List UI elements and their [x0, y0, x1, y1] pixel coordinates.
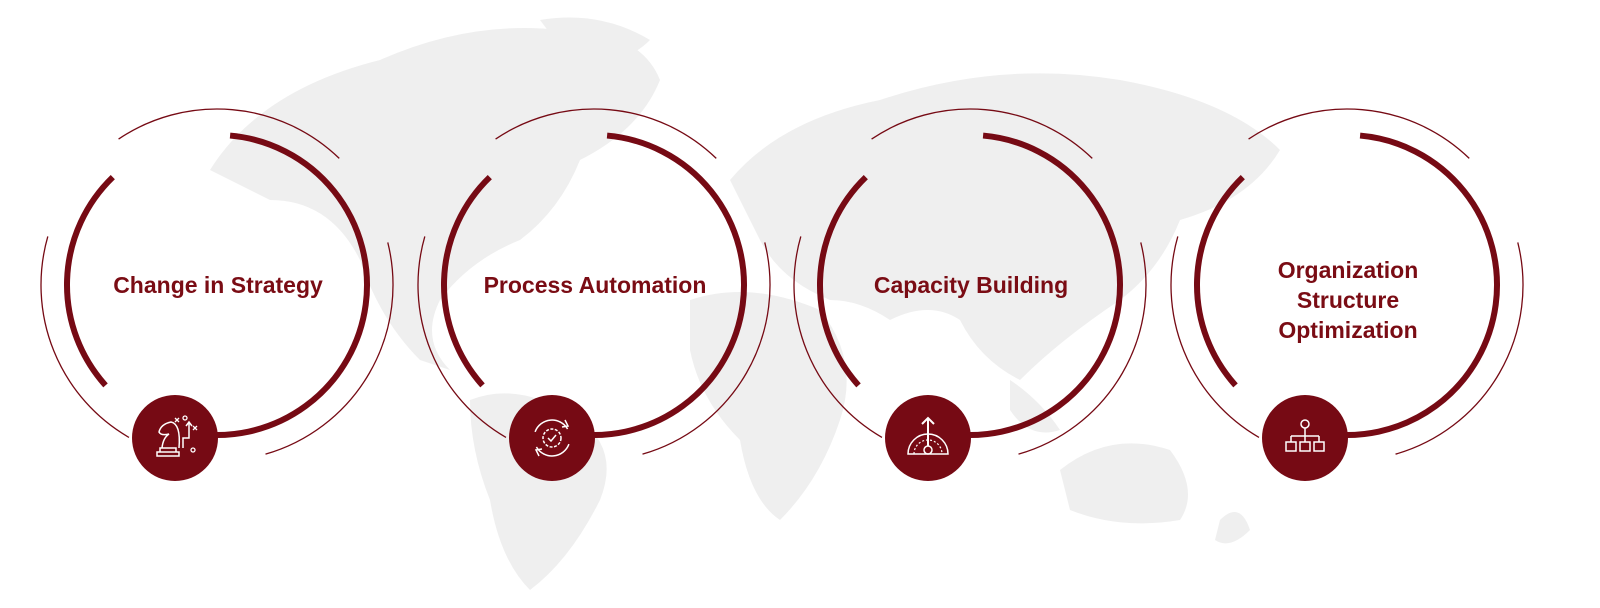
thick-arc	[567, 132, 748, 438]
step-title: Process Automation	[483, 272, 707, 298]
thin-arc	[417, 236, 507, 438]
step-ring-1	[40, 108, 394, 481]
thick-arc	[1320, 132, 1500, 438]
gear-refresh-check-icon	[509, 395, 595, 481]
step-title: Capacity Building	[873, 272, 1069, 298]
thin-arc	[495, 108, 717, 159]
thin-arc	[40, 236, 130, 438]
growth-arrow-gauge-icon	[885, 395, 971, 481]
step-ring-2	[417, 108, 771, 481]
thin-arc	[642, 242, 771, 455]
thin-arc	[118, 108, 340, 159]
thick-arc	[190, 132, 371, 438]
org-chart-icon	[1262, 395, 1348, 481]
step-title: Organization Structure Optimization	[1277, 257, 1419, 343]
thin-arc	[793, 236, 883, 438]
step-ring-4	[1170, 108, 1524, 481]
thick-arc	[441, 174, 492, 388]
thick-arc	[64, 174, 115, 388]
thin-arc	[1170, 236, 1260, 438]
thin-arc	[265, 242, 394, 455]
thick-arc	[943, 132, 1124, 438]
thin-arc	[1395, 242, 1524, 455]
thick-arc	[817, 174, 868, 388]
thin-arc	[1248, 108, 1470, 159]
step-ring-3	[793, 108, 1147, 481]
thin-arc	[871, 108, 1093, 159]
step-title: Change in Strategy	[113, 272, 323, 298]
chess-knight-strategy-icon	[132, 395, 218, 481]
thick-arc	[1194, 174, 1245, 388]
thin-arc	[1018, 242, 1147, 455]
